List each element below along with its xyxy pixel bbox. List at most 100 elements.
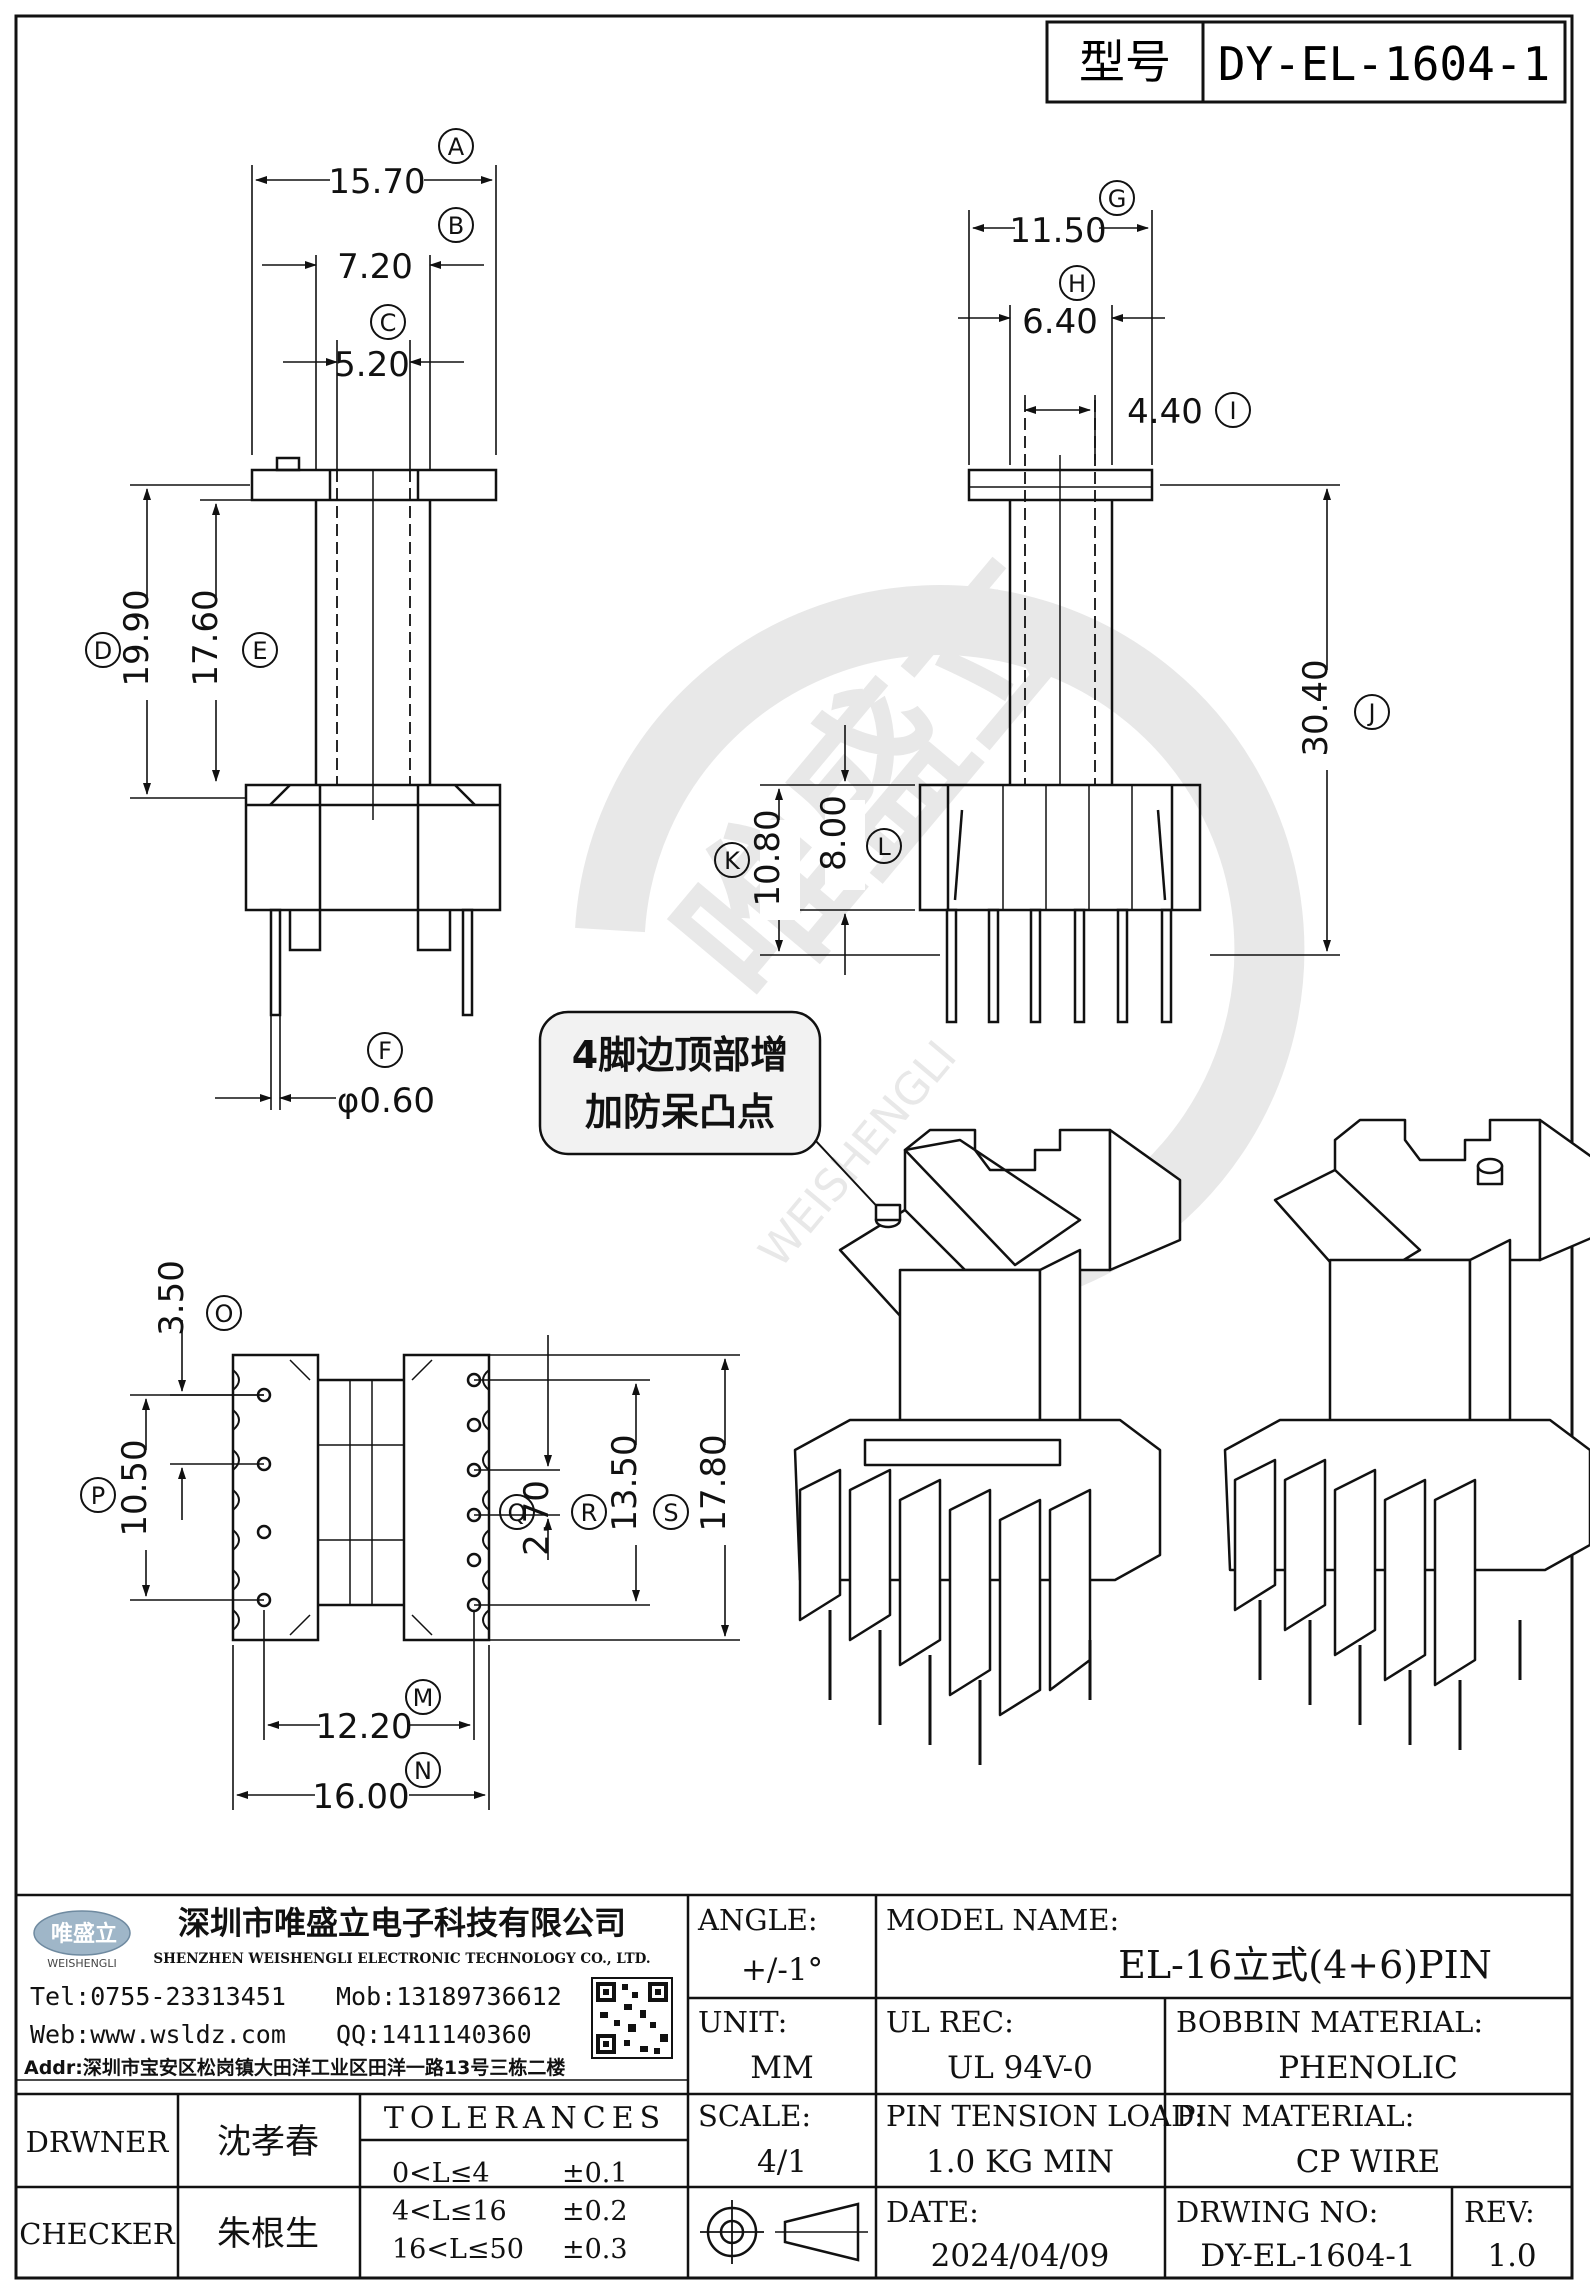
svg-text:J: J (1366, 699, 1375, 727)
ul-rec-value: UL 94V-0 (947, 2050, 1093, 2086)
bottom-view-dimension-text: 3.50 10.50 2.70 13.50 17.80 12.20 16.00 (115, 1260, 746, 1817)
svg-text:I: I (1229, 397, 1236, 425)
svg-text:B: B (448, 212, 464, 240)
side-view-dimensions (760, 210, 1340, 975)
model-header-label: 型号 (1079, 35, 1171, 89)
callout-line-2: 加防呆凸点 (585, 1090, 775, 1134)
dim-m-value: 12.20 (315, 1707, 412, 1747)
company-name-cn: 深圳市唯盛立电子科技有限公司 (178, 1904, 626, 1942)
drawer-name: 沈孝春 (217, 2122, 319, 2162)
ul-rec-label: UL REC: (886, 2005, 1014, 2039)
rev-label: REV: (1464, 2195, 1535, 2229)
svg-text:L: L (877, 833, 891, 861)
model-header-box: 型号 DY-EL-1604-1 (1045, 20, 1567, 104)
callout-bubble: 4脚边顶部增 加防呆凸点 (538, 1010, 886, 1216)
date-label: DATE: (886, 2195, 979, 2229)
dim-d-value: 19.90 (117, 589, 157, 686)
checker-label: CHECKER (19, 2217, 176, 2251)
dim-a-value: 15.70 (328, 162, 425, 202)
angle-value: +/-1° (741, 1952, 823, 1988)
svg-text:A: A (448, 133, 465, 161)
dim-k-value: 10.80 (748, 809, 788, 906)
isometric-view-left (793, 1128, 1182, 1765)
drawing-no-label: DRWING NO: (1176, 2195, 1378, 2229)
model-header-value: DY-EL-1604-1 (1218, 37, 1550, 91)
company-tel: Tel:0755-23313451 (30, 1982, 286, 2011)
company-logo: 唯盛立 WEISHENGLI (33, 1910, 131, 1970)
pin-material-value: CP WIRE (1296, 2144, 1441, 2180)
scale-value: 4/1 (757, 2144, 807, 2180)
tolerance-range-3: 16<L≤50 (392, 2234, 524, 2265)
dim-h-value: 6.40 (1022, 302, 1098, 342)
dim-n-value: 16.00 (312, 1777, 409, 1817)
title-block-text: ANGLE: +/-1° MODEL NAME: EL-16立式(4+6)PIN… (19, 1903, 1536, 2274)
dim-e-value: 17.60 (186, 589, 226, 686)
dim-g-value: 11.50 (1009, 211, 1106, 251)
drawer-label: DRWNER (26, 2125, 170, 2159)
unit-value: MM (750, 2050, 813, 2086)
dim-p-value: 10.50 (115, 1439, 155, 1536)
pin-tension-label: PIN TENSION LOAD: (886, 2099, 1204, 2133)
projection-symbol-icon (700, 2200, 868, 2264)
tolerance-range-1: 0<L≤4 (392, 2158, 490, 2189)
svg-text:S: S (663, 1499, 678, 1527)
bottom-view-dimensions (130, 1320, 740, 1810)
front-view-dimension-text: 15.70 7.20 5.20 19.90 17.60 φ0.60 (117, 157, 435, 1121)
svg-text:F: F (378, 1037, 392, 1065)
rev-value: 1.0 (1487, 2238, 1536, 2274)
company-logo-en: WEISHENGLI (47, 1957, 116, 1970)
company-mob: Mob:13189736612 (336, 1982, 562, 2011)
reference-letters: A B C D E F G H I J K L O P Q R S M N (91, 133, 1376, 1785)
company-name-en: SHENZHEN WEISHENGLI ELECTRONIC TECHNOLOG… (153, 1951, 650, 1967)
company-web: Web:www.wsldz.com (30, 2020, 286, 2049)
model-name-label: MODEL NAME: (886, 1903, 1119, 1937)
svg-text:K: K (724, 847, 741, 875)
dim-r-value: 13.50 (605, 1434, 645, 1531)
dim-o-value: 3.50 (152, 1260, 192, 1336)
company-block: 唯盛立 WEISHENGLI 深圳市唯盛立电子科技有限公司 SHENZHEN W… (24, 1904, 673, 2079)
svg-text:N: N (414, 1757, 432, 1785)
dim-c-value: 5.20 (334, 345, 410, 385)
scale-label: SCALE: (698, 2099, 811, 2133)
company-qq: QQ:1411140360 (336, 2020, 532, 2049)
svg-text:G: G (1108, 185, 1127, 213)
side-view (918, 400, 1202, 1024)
dim-j-value: 30.40 (1296, 659, 1336, 756)
dim-s-value: 17.80 (694, 1434, 734, 1531)
dim-i-value: 4.40 (1127, 392, 1203, 432)
company-logo-cn: 唯盛立 (51, 1921, 117, 1947)
dim-b-value: 7.20 (337, 247, 413, 287)
bobbin-material-label: BOBBIN MATERIAL: (1176, 2005, 1483, 2039)
dim-l-value: 8.00 (814, 795, 854, 871)
svg-text:O: O (215, 1300, 234, 1328)
bottom-view (231, 1353, 491, 1642)
date-value: 2024/04/09 (931, 2238, 1110, 2274)
side-view-dimension-text: 11.50 6.40 4.40 30.40 10.80 8.00 (748, 210, 1347, 920)
unit-label: UNIT: (698, 2005, 787, 2039)
pin-material-label: PIN MATERIAL: (1176, 2099, 1414, 2133)
qr-code (591, 1977, 673, 2059)
svg-text:E: E (252, 637, 267, 665)
angle-label: ANGLE: (697, 1903, 818, 1937)
drawing-no-value: DY-EL-1604-1 (1200, 2238, 1415, 2274)
svg-text:C: C (380, 309, 397, 337)
svg-text:Q: Q (508, 1499, 527, 1527)
tolerance-range-2: 4<L≤16 (392, 2196, 507, 2227)
bobbin-material-value: PHENOLIC (1278, 2050, 1458, 2086)
svg-text:P: P (91, 1482, 105, 1510)
front-view-dimensions (130, 165, 497, 1110)
tolerance-value-3: ±0.3 (562, 2234, 628, 2265)
isometric-view-right (1223, 1118, 1590, 1750)
svg-text:M: M (413, 1684, 434, 1712)
title-block-grid (16, 1893, 1572, 2278)
dim-f-value: φ0.60 (337, 1081, 435, 1121)
svg-text:D: D (94, 637, 112, 665)
callout-line-1: 4脚边顶部增 (572, 1033, 788, 1077)
front-view (244, 456, 502, 1017)
svg-text:R: R (581, 1499, 598, 1527)
dim-q-value: 2.70 (517, 1480, 557, 1556)
model-name-value: EL-16立式(4+6)PIN (1118, 1943, 1492, 1987)
checker-name: 朱根生 (217, 2214, 319, 2254)
svg-text:H: H (1068, 270, 1086, 298)
